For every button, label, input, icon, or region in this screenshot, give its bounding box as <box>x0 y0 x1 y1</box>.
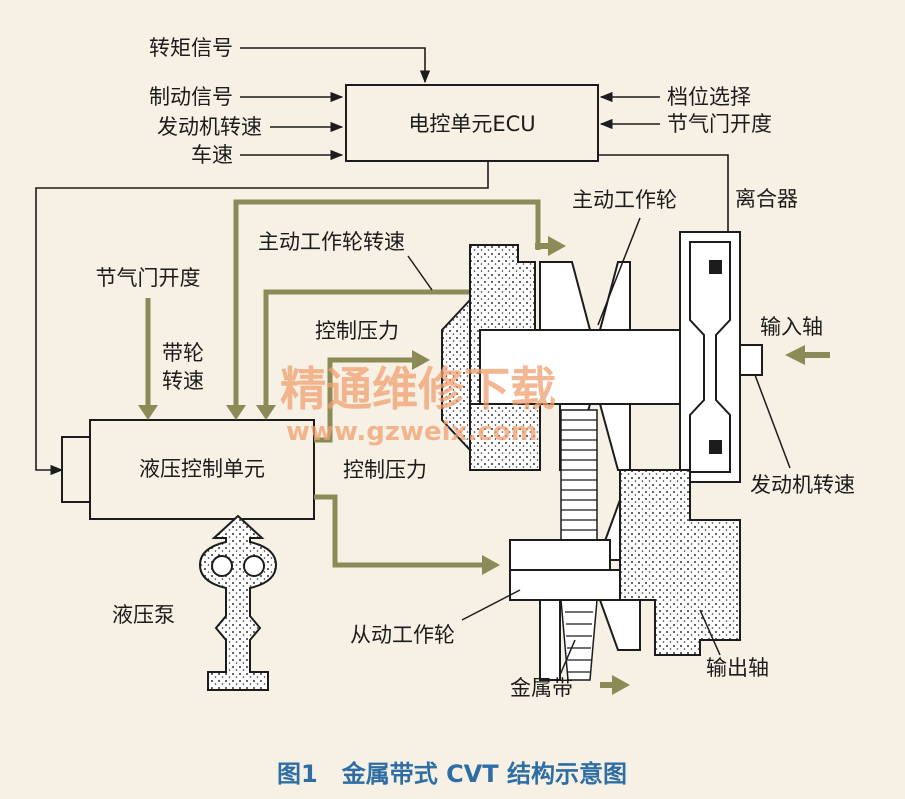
metal-belt <box>560 409 598 681</box>
pump-label: 液压泵 <box>112 603 175 627</box>
drive-pulley-speed-label: 主动工作轮转速 <box>258 230 405 254</box>
hydraulic-unit-label: 液压控制单元 <box>139 457 265 481</box>
hydraulic-unit-box <box>89 419 315 520</box>
ecu-input-arrows <box>240 47 660 161</box>
ecu-label: 电控单元ECU <box>408 112 535 136</box>
vehicle-speed-label: 车速 <box>191 143 233 167</box>
engine-speed-label: 发动机转速 <box>157 115 262 139</box>
hydraulic-to-primary-line <box>314 357 415 443</box>
driven-pulley-label: 从动工作轮 <box>350 623 455 647</box>
control-pressure-arrowhead-top <box>412 350 430 370</box>
brake-signal-label: 制动信号 <box>149 85 233 109</box>
pulley-speed-label-2: 转速 <box>162 369 204 393</box>
hydraulic-unit-end <box>61 436 91 503</box>
metal-belt-label: 金属带 <box>510 676 573 700</box>
input-shaft-flow-arrow <box>785 345 805 365</box>
engine-speed-label-right: 发动机转速 <box>750 473 855 497</box>
output-shaft-label: 输出轴 <box>706 656 769 680</box>
figure-caption: 图1 金属带式 CVT 结构示意图 <box>277 760 627 788</box>
control-pressure-arrowhead-bottom <box>482 555 500 575</box>
watermark-url: www.gzweix.com <box>286 417 538 447</box>
watermark-main: 精通维修下载 <box>280 362 556 416</box>
clutch-label: 离合器 <box>735 187 798 211</box>
drive-pulley-speed-line <box>233 199 541 410</box>
metal-belt-flow-arrow <box>612 675 630 695</box>
gear-select-label: 档位选择 <box>667 85 751 109</box>
hydraulic-pump <box>198 514 278 691</box>
drive-speed-arrowhead <box>226 405 246 420</box>
throttle-label-right: 节气门开度 <box>667 112 772 136</box>
control-pressure-label-bottom: 控制压力 <box>343 458 427 482</box>
ecu-to-clutch-line <box>598 154 729 232</box>
torque-signal-label: 转矩信号 <box>149 36 233 60</box>
throttle-label-left: 节气门开度 <box>96 266 201 290</box>
pulley-speed-arrowhead <box>256 405 276 420</box>
drive-pulley-label: 主动工作轮 <box>572 188 677 212</box>
hydraulic-to-secondary-line <box>314 494 485 568</box>
ecu-box <box>345 84 599 162</box>
drive-pulley-flow-arrow <box>548 236 566 256</box>
torque-signal-arrow <box>240 47 431 84</box>
drive-pulley <box>441 244 721 471</box>
clutch <box>679 231 763 483</box>
pulley-speed-label-1: 带轮 <box>162 341 204 365</box>
control-pressure-label-top: 控制压力 <box>315 319 399 343</box>
throttle-input-arrowhead <box>138 405 158 420</box>
ecu-to-hydraulic-line <box>35 162 489 476</box>
driven-pulley <box>509 469 741 681</box>
input-shaft-label: 输入轴 <box>760 315 823 339</box>
